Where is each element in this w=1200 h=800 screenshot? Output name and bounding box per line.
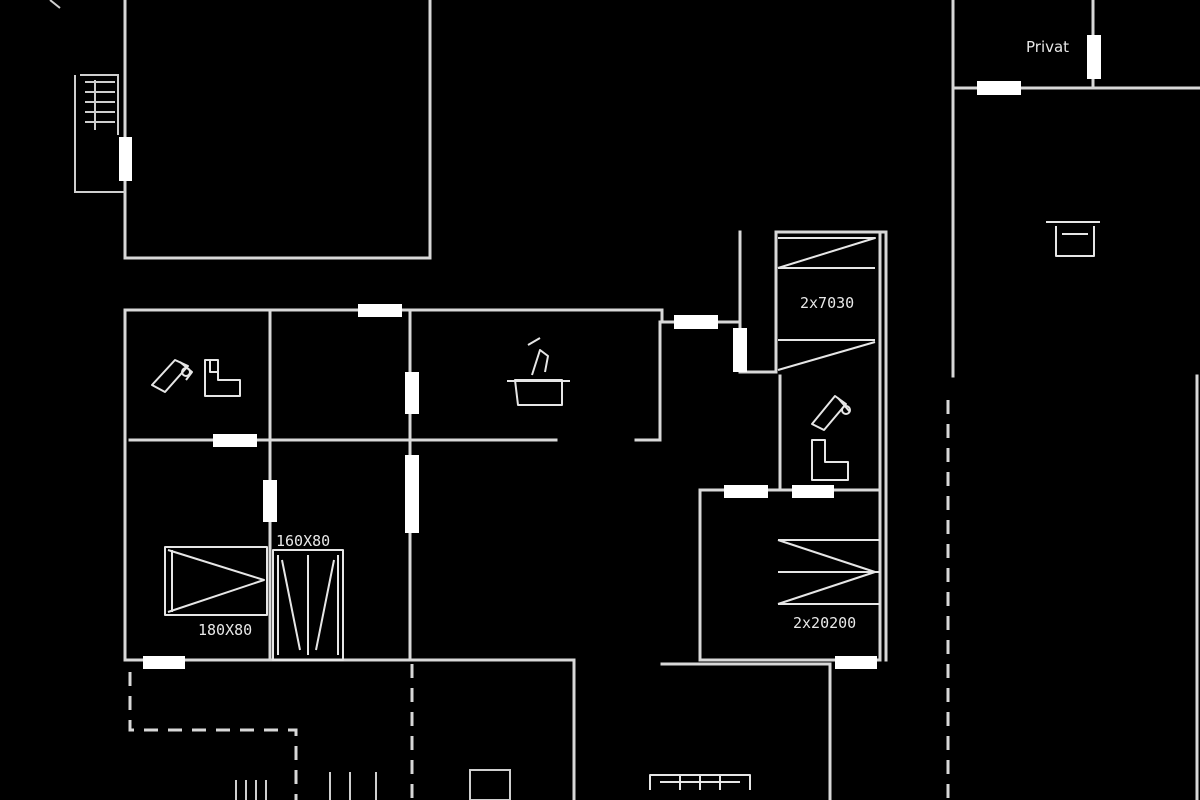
door-stairs xyxy=(119,137,132,181)
cabinet-icon xyxy=(469,769,511,800)
door-right-wing xyxy=(977,81,1021,95)
door-top xyxy=(358,304,402,317)
desk-icon xyxy=(1046,221,1100,257)
toilet-right-icon xyxy=(811,439,849,481)
bed-lower-icon xyxy=(777,539,880,605)
door-hall xyxy=(405,455,419,533)
bathtub-icon xyxy=(164,546,268,616)
door-kitchen xyxy=(405,372,419,414)
shower-right-icon xyxy=(811,395,851,431)
door-bath-right xyxy=(792,485,834,498)
bed-upper-label: 2x7030 xyxy=(800,294,854,312)
door-bottom-right xyxy=(835,656,877,669)
right-wing-walls xyxy=(946,0,1200,800)
door-right-entry xyxy=(674,315,718,329)
door-bath xyxy=(263,480,277,522)
door-wc xyxy=(213,434,257,447)
sink-icon xyxy=(507,337,570,406)
door-bottom-left xyxy=(143,656,185,669)
door-private xyxy=(1087,35,1101,79)
door-bedroom-upper xyxy=(733,328,747,372)
upper-left-room xyxy=(123,0,432,260)
chair-icon xyxy=(235,772,377,800)
bed-lower-label: 2x20200 xyxy=(793,614,856,632)
stairs-icon xyxy=(74,74,125,193)
toilet-icon xyxy=(204,359,241,397)
wardrobe-label: 160X80 xyxy=(276,532,330,550)
bed-upper-icon xyxy=(777,237,876,371)
bottom-area xyxy=(128,664,414,800)
shower-icon xyxy=(151,359,193,393)
wardrobe-icon xyxy=(272,549,344,661)
sofa-icon xyxy=(649,774,751,790)
bath-tub-label: 180X80 xyxy=(198,621,252,639)
door-bedroom-lower xyxy=(724,485,768,498)
corner-mark xyxy=(49,0,61,9)
private-room-label: Privat xyxy=(1026,38,1069,56)
